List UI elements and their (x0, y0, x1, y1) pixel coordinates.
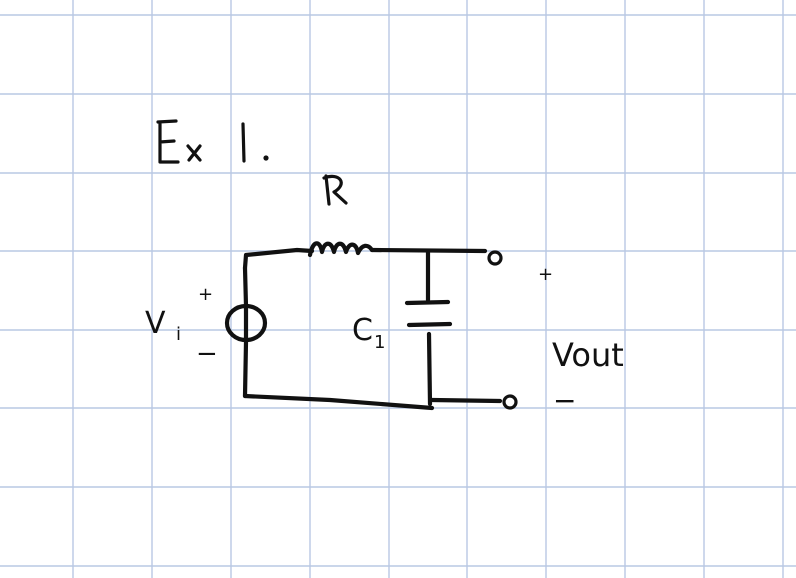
resistor-label-R (322, 174, 348, 206)
capacitor-symbol (404, 299, 453, 328)
capacitor-subscript: 1 (374, 332, 385, 353)
capacitor-label: C (352, 313, 373, 348)
resistor-symbol (307, 241, 375, 258)
output-label: Vout (552, 336, 624, 374)
circuit-wires (242, 241, 503, 411)
exercise-title-text: Ex 1. (150, 123, 255, 172)
output-terminals (487, 250, 518, 410)
output-terminal-bottom (502, 394, 518, 410)
output-plus-sign: + (538, 264, 553, 285)
source-label: V (145, 306, 166, 341)
source-plus-sign: + (198, 284, 213, 305)
output-minus-sign: − (553, 384, 576, 417)
output-terminal-top (487, 250, 503, 266)
source-subscript: i (176, 324, 181, 345)
exercise-title (156, 119, 269, 164)
source-minus-sign: − (196, 339, 218, 369)
voltage-source-symbol (224, 303, 268, 343)
